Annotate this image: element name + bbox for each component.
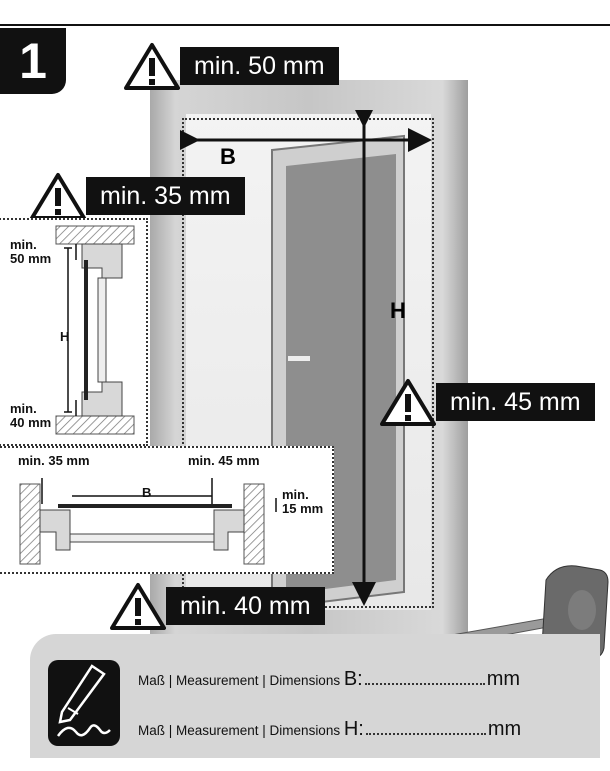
vertical-section-drawing — [55, 225, 135, 435]
horizontal-right-label: min. 45 mm — [188, 453, 260, 468]
horizontal-side-label: min. 15 mm — [282, 487, 324, 516]
measurement-row-width-prefix: Maß | Measurement | Dimensions — [138, 673, 341, 688]
measurement-row-height-var: H: — [343, 718, 364, 740]
warning-left-text: min. 35 mm — [86, 177, 245, 215]
measurement-row-width-unit: mm — [486, 668, 521, 690]
horizontal-left-label: min. 35 mm — [18, 453, 90, 468]
warning-bottom: min. 40 mm — [110, 582, 325, 630]
warning-bottom-text: min. 40 mm — [166, 587, 325, 625]
measurement-row-height-prefix: Maß | Measurement | Dimensions — [138, 723, 341, 738]
warning-triangle-icon — [124, 43, 180, 90]
warning-left: min. 35 mm — [30, 172, 245, 220]
warning-top-text: min. 50 mm — [180, 47, 339, 85]
measurement-row-height: Maß | Measurement | Dimensions H: mm — [138, 718, 521, 741]
height-label: H — [390, 298, 406, 323]
detail-vertical-section: min. 50 mm min. 40 mm H — [0, 218, 148, 446]
pen-signature-icon — [48, 660, 120, 746]
horizontal-section-drawing — [19, 478, 277, 565]
width-entry-field[interactable] — [364, 683, 485, 685]
width-label: B — [220, 144, 236, 169]
horizontal-width-label: B — [142, 485, 152, 500]
warning-triangle-icon — [380, 379, 436, 426]
vertical-bottom-label: min. 40 mm — [10, 401, 52, 430]
warning-top: min. 50 mm — [124, 42, 339, 90]
main-dimension-arrows — [180, 110, 432, 606]
warning-triangle-icon — [110, 583, 166, 630]
vertical-height-label: H — [60, 329, 70, 344]
height-entry-field[interactable] — [365, 733, 486, 735]
measurement-row-width-var: B: — [343, 668, 363, 690]
detail-horizontal-section: min. 35 mm min. 45 mm min. 15 mm B — [0, 446, 334, 574]
measurement-row-width: Maß | Measurement | Dimensions B: mm — [138, 668, 520, 691]
measurement-row-height-unit: mm — [487, 718, 522, 740]
warning-triangle-icon — [30, 173, 86, 220]
warning-right: min. 45 mm — [380, 378, 595, 426]
warning-right-text: min. 45 mm — [436, 383, 595, 421]
measurement-panel — [30, 634, 600, 758]
vertical-top-label: min. 50 mm — [10, 237, 52, 266]
step-number: 1 — [0, 28, 66, 94]
window-handle-icon — [288, 356, 310, 361]
top-divider — [0, 24, 610, 26]
